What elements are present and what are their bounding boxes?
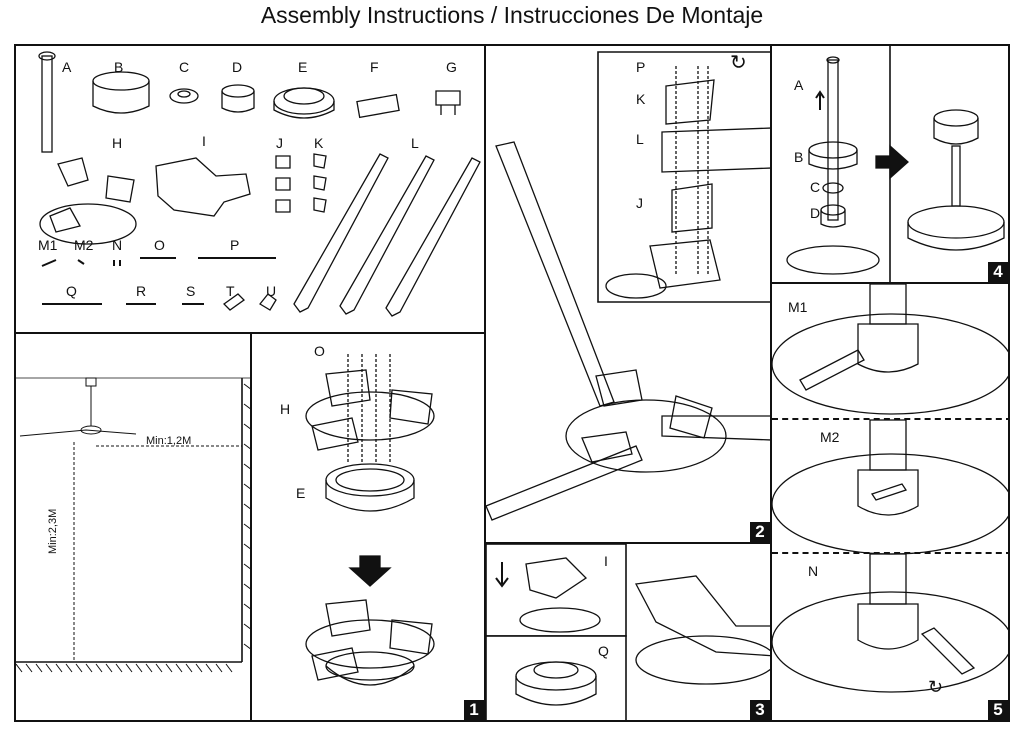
- part-label-b: B: [114, 59, 124, 75]
- part-label-r: R: [136, 283, 147, 299]
- step-3-label-i: I: [604, 553, 608, 569]
- rotate-icon: ↻: [730, 52, 747, 74]
- part-label-e: E: [298, 59, 308, 75]
- step-1-drawing: [305, 354, 435, 686]
- step-3-number: 3: [750, 700, 770, 720]
- step-5-number: 5: [988, 700, 1008, 720]
- part-label-a: A: [62, 59, 72, 75]
- parts-panel: A B C D E F G H I J K L M1 M2 N O P Q R …: [14, 44, 486, 334]
- part-label-u: U: [266, 283, 277, 299]
- step-5-label-m2: M2: [820, 429, 840, 445]
- part-label-f: F: [370, 59, 379, 75]
- part-label-m1: M1: [38, 237, 58, 253]
- part-label-t: T: [226, 283, 235, 299]
- step-1-panel: O H E 1: [250, 332, 486, 722]
- step-1-number: 1: [464, 700, 484, 720]
- step-4-label-d: D: [810, 205, 821, 221]
- step-4-panel: A B C D 4: [770, 44, 1010, 284]
- step-4-label-b: B: [794, 149, 804, 165]
- step-4-label-a: A: [794, 77, 804, 93]
- part-label-m2: M2: [74, 237, 94, 253]
- step-5-rotate-icon: ↻: [928, 677, 944, 697]
- step-5-divider-2: [772, 552, 1008, 554]
- part-label-q: Q: [66, 283, 77, 299]
- part-label-g: G: [446, 59, 457, 75]
- step-2-drawing: [486, 51, 770, 521]
- step-2-panel: P K L J ↻ 2: [484, 44, 772, 544]
- step-1-label-e: E: [296, 485, 306, 501]
- part-a-downrod: [41, 55, 53, 153]
- part-label-d: D: [232, 59, 243, 75]
- step-4-drawing: [786, 46, 1005, 282]
- step-3-panel: I Q 3: [484, 542, 772, 722]
- part-label-s: S: [186, 283, 196, 299]
- step-2-label-l: L: [636, 131, 644, 147]
- part-label-j: J: [276, 135, 283, 151]
- horizontal-clearance-label: Min:1,2M: [146, 435, 192, 447]
- clearance-panel: Min:1,2M Min:2,3M: [14, 332, 252, 722]
- parts-drawing: [38, 51, 481, 317]
- step-5-drawing: [772, 284, 1008, 693]
- step-5-label-n: N: [808, 563, 819, 579]
- step-4-label-c: C: [810, 179, 821, 195]
- vertical-clearance-label: Min:2,3M: [47, 508, 59, 554]
- part-label-i: I: [202, 133, 206, 149]
- part-label-o: O: [154, 237, 165, 253]
- page-title: Assembly Instructions / Instrucciones De…: [260, 2, 764, 28]
- clearance-drawing: [16, 377, 250, 673]
- step-3-label-q: Q: [598, 643, 609, 659]
- part-label-n: N: [112, 237, 123, 253]
- step-1-label-h: H: [280, 401, 291, 417]
- part-label-k: K: [314, 135, 324, 151]
- step-4-number: 4: [988, 262, 1008, 282]
- step-5-panel: M1 M2 N ↻ 5: [770, 282, 1010, 722]
- step-2-label-j: J: [636, 195, 643, 211]
- step-2-number: 2: [750, 522, 770, 542]
- part-label-p: P: [230, 237, 240, 253]
- step-5-label-m1: M1: [788, 299, 808, 315]
- part-label-l: L: [411, 135, 419, 151]
- step-2-label-k: K: [636, 91, 646, 107]
- part-label-c: C: [179, 59, 190, 75]
- step-2-label-p: P: [636, 59, 646, 75]
- step-5-divider-1: [772, 418, 1008, 420]
- step-1-label-o: O: [314, 343, 325, 359]
- part-label-h: H: [112, 135, 123, 151]
- step-3-drawing: [486, 544, 770, 720]
